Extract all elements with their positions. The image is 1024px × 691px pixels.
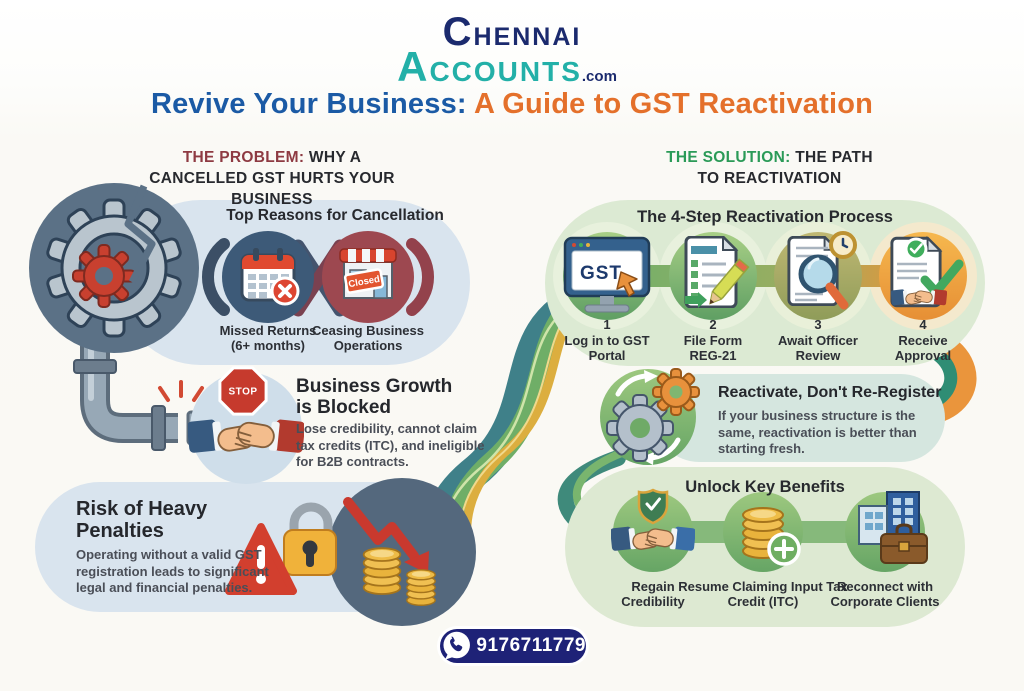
logo-suffix: .com xyxy=(581,68,617,85)
reactivate-body: If your business structure is the same, … xyxy=(718,408,917,457)
phone-number: 9176711779 xyxy=(476,635,586,656)
missed-returns-caption: Missed Returns (6+ months) xyxy=(219,323,317,354)
spark-lines xyxy=(158,380,204,402)
solution-heading: THE SOLUTION: THE PATH TO REACTIVATION xyxy=(666,149,873,187)
reactivate-card xyxy=(655,374,945,462)
benefit1-caption: Regain Credibility xyxy=(621,579,685,610)
benefit2-caption: Resume Claiming Input Tax Credit (ITC) xyxy=(678,579,848,610)
cancellation-title: Top Reasons for Cancellation xyxy=(226,207,444,224)
step2-number: 2 xyxy=(709,317,717,332)
page-title: Revive Your Business: A Guide to GST Rea… xyxy=(0,88,1024,121)
reactivate-title: Reactivate, Don't Re-Register xyxy=(718,384,942,401)
step1-number: 1 xyxy=(603,317,611,332)
step1-caption: Log in to GST Portal xyxy=(564,333,650,364)
brand-logo: CHENNAI ACCOUNTS.com xyxy=(0,10,1024,90)
logo-line1: CHENNAI xyxy=(442,10,582,54)
blocked-title: Business Growth is Blocked xyxy=(296,376,453,419)
penalties-body: Operating without a valid GST registrati… xyxy=(76,547,269,596)
problem-heading: THE PROBLEM: WHY A CANCELLED GST HURTS Y… xyxy=(149,149,395,208)
whatsapp-icon xyxy=(443,631,470,660)
benefit3-caption: Reconnect with Corporate Clients xyxy=(830,579,940,610)
ceasing-business-caption: Ceasing Business Operations xyxy=(312,323,424,354)
process-title: The 4-Step Reactivation Process xyxy=(637,208,893,226)
benefits-title: Unlock Key Benefits xyxy=(685,478,845,496)
penalties-title: Risk of Heavy Penalties xyxy=(76,498,208,543)
phone-contact-pill: 9176711779 xyxy=(440,629,586,663)
step4-number: 4 xyxy=(919,317,927,332)
title-part2: A Guide to GST Reactivation xyxy=(466,88,874,120)
logo-line2: ACCOUNTS.com xyxy=(397,43,617,90)
step3-number: 3 xyxy=(814,317,822,332)
step3-caption: Await Officer Review xyxy=(778,333,858,364)
title-part1: Revive Your Business: xyxy=(150,88,467,120)
step4-caption: Receive Approval xyxy=(894,333,952,364)
blocked-body: Lose credibility, cannot claim tax credi… xyxy=(296,421,485,470)
step2-caption: File Form REG-21 xyxy=(683,333,743,364)
